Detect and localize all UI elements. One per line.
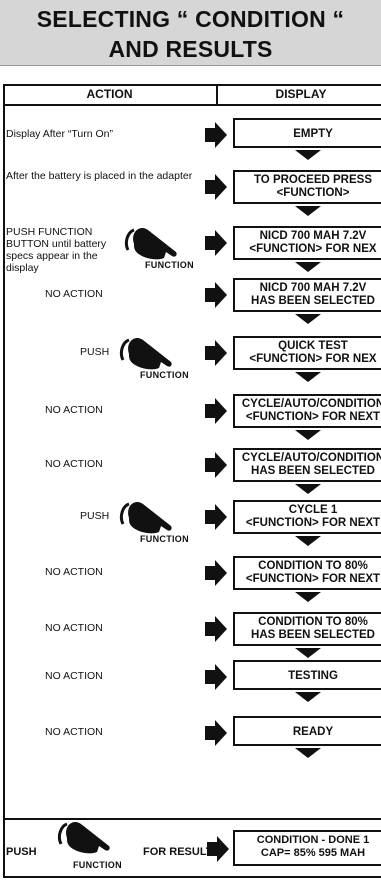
pointing-hand-icon <box>119 501 172 534</box>
display-box: EMPTY <box>233 118 381 148</box>
function-button-label: FUNCTION <box>73 860 122 870</box>
display-line: <FUNCTION> FOR NEX <box>249 353 377 365</box>
action-text: PUSH FUNCTION BUTTON until battery specs… <box>6 226 107 274</box>
right-arrow-icon <box>205 560 227 586</box>
down-arrow-icon <box>295 430 321 440</box>
display-box: READY <box>233 716 381 746</box>
display-box: CYCLE 1<FUNCTION> FOR NEXT <box>233 500 381 534</box>
display-line: HAS BEEN SELECTED <box>251 629 375 641</box>
down-arrow-icon <box>295 150 321 160</box>
right-arrow-icon <box>205 398 227 424</box>
right-arrow-icon <box>205 174 227 200</box>
action-text: After the battery is placed in the adapt… <box>6 170 193 182</box>
action-text: NO ACTION <box>45 566 103 578</box>
right-arrow-icon <box>205 282 227 308</box>
results-for-results: FOR RESULTS <box>143 846 220 858</box>
right-arrow-icon <box>205 230 227 256</box>
down-arrow-icon <box>295 484 321 494</box>
pointing-hand-icon <box>119 337 172 370</box>
right-arrow-icon <box>205 504 227 530</box>
display-box: CONDITION TO 80%<FUNCTION> FOR NEXT <box>233 556 381 590</box>
down-arrow-icon <box>295 206 321 216</box>
results-display-line-1: CONDITION - DONE 1 <box>256 834 370 846</box>
display-line: NICD 700 MAH 7.2V <box>259 282 367 294</box>
display-line: EMPTY <box>293 128 333 140</box>
display-line: CYCLE/AUTO/CONDITION <box>241 398 381 410</box>
results-display: CONDITION - DONE 1 CAP= 85% 595 MAH <box>233 830 381 866</box>
down-arrow-icon <box>295 262 321 272</box>
down-arrow-icon <box>295 372 321 382</box>
function-button-label: FUNCTION <box>140 370 189 380</box>
down-arrow-icon <box>295 592 321 602</box>
display-line: <FUNCTION> FOR NEXT <box>245 411 381 423</box>
display-line: QUICK TEST <box>278 340 348 352</box>
display-line: <FUNCTION> FOR NEXT <box>245 517 381 529</box>
table-header: ACTION DISPLAY <box>3 84 381 106</box>
right-arrow-icon <box>205 340 227 366</box>
down-arrow-icon <box>295 648 321 658</box>
display-box: TO PROCEED PRESS<FUNCTION> <box>233 170 381 204</box>
display-line: CYCLE 1 <box>288 504 338 516</box>
right-arrow-icon <box>205 616 227 642</box>
right-arrow-icon <box>207 836 229 862</box>
right-arrow-icon <box>205 122 227 148</box>
action-text: NO ACTION <box>45 458 103 470</box>
display-box: CONDITION TO 80%HAS BEEN SELECTED <box>233 612 381 646</box>
flow-table <box>3 84 381 878</box>
title-banner: SELECTING “ CONDITION “ AND RESULTS <box>0 0 381 66</box>
down-arrow-icon <box>295 692 321 702</box>
action-text: NO ACTION <box>45 622 103 634</box>
display-line: <FUNCTION> FOR NEXT <box>245 573 381 585</box>
display-box: CYCLE/AUTO/CONDITION<FUNCTION> FOR NEXT <box>233 394 381 428</box>
action-header: ACTION <box>86 87 133 101</box>
display-line: CONDITION TO 80% <box>258 616 368 628</box>
pointing-hand-icon <box>57 821 110 854</box>
display-line: TO PROCEED PRESS <box>253 174 372 186</box>
right-arrow-icon <box>205 452 227 478</box>
function-button-label: FUNCTION <box>140 534 189 544</box>
action-text: PUSH <box>80 346 110 358</box>
display-line: TESTING <box>288 670 338 682</box>
display-line: NICD 700 MAH 7.2V <box>259 230 367 242</box>
display-line: <FUNCTION> <box>276 187 350 199</box>
action-text: NO ACTION <box>45 670 103 682</box>
results-push: PUSH <box>6 846 37 858</box>
action-text: NO ACTION <box>45 288 103 300</box>
header-divider <box>216 84 218 106</box>
title-line-2: AND RESULTS <box>108 36 273 62</box>
display-box: TESTING <box>233 660 381 690</box>
display-box: NICD 700 MAH 7.2V<FUNCTION> FOR NEX <box>233 226 381 260</box>
down-arrow-icon <box>295 314 321 324</box>
down-arrow-icon <box>295 748 321 758</box>
display-line: CYCLE/AUTO/CONDITION <box>241 452 381 464</box>
action-text: NO ACTION <box>45 726 103 738</box>
display-line: <FUNCTION> FOR NEX <box>249 243 377 255</box>
display-line: READY <box>292 726 334 738</box>
function-button-label: FUNCTION <box>145 260 194 270</box>
action-text: Display After “Turn On” <box>6 128 113 140</box>
results-display-line-2: CAP= 85% 595 MAH <box>260 847 366 859</box>
pointing-hand-icon <box>124 227 177 260</box>
action-text: PUSH <box>80 510 110 522</box>
action-text: NO ACTION <box>45 404 103 416</box>
down-arrow-icon <box>295 536 321 546</box>
right-arrow-icon <box>205 664 227 690</box>
display-line: CONDITION TO 80% <box>258 560 368 572</box>
display-line: HAS BEEN SELECTED <box>251 295 375 307</box>
results-row: PUSH FOR RESULTS FUNCTION CONDITION - DO… <box>3 818 381 880</box>
right-arrow-icon <box>205 720 227 746</box>
display-line: HAS BEEN SELECTED <box>251 465 375 477</box>
display-header: DISPLAY <box>275 87 327 101</box>
title-line-1: SELECTING “ CONDITION “ <box>36 6 345 32</box>
display-box: QUICK TEST<FUNCTION> FOR NEX <box>233 336 381 370</box>
